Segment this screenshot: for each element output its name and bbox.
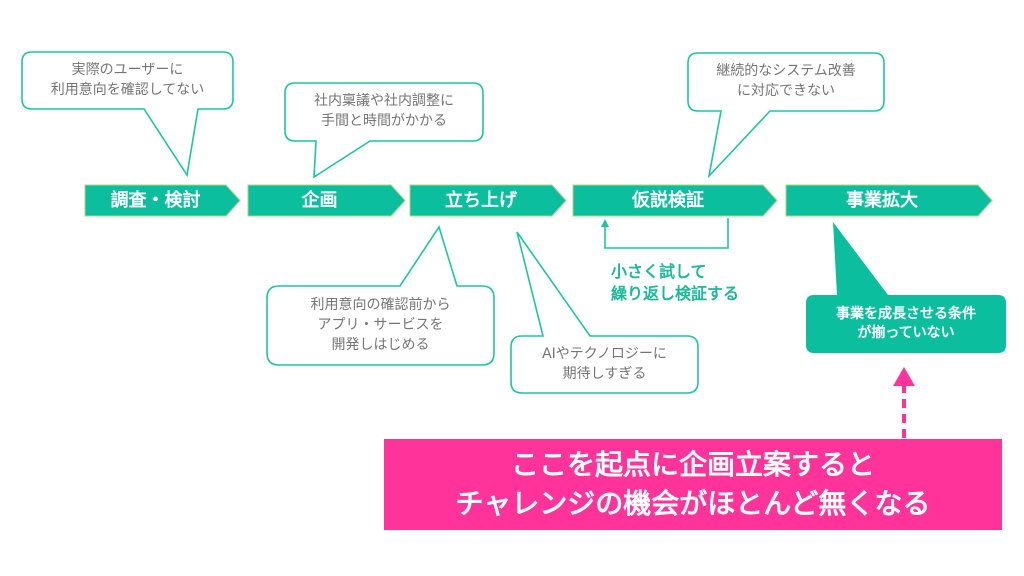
- callout-line: 利用意向の確認前から: [310, 297, 451, 313]
- loop-label-line: 繰り返し検証する: [611, 284, 740, 303]
- conclusion-banner: ここを起点に企画立案すると チャレンジの機会がほとんど無くなる: [384, 439, 1002, 530]
- callout-line: 継続的なシステム改善: [716, 63, 856, 79]
- callout-text-research: 実際のユーザーに 利用意向を確認してない: [22, 60, 233, 100]
- callout-bubble-launch-dev: [266, 225, 495, 366]
- pink-dashed-arrow: [893, 367, 915, 438]
- callout-text-launch-ai: AIやテクノロジーに 期待しすぎる: [511, 344, 698, 384]
- banner-line-1: ここを起点に企画立案すると: [510, 448, 875, 481]
- callout-bubble-planning: [284, 82, 484, 179]
- callout-line: 開発しはじめる: [331, 337, 430, 353]
- step-label-expansion: 事業拡大: [846, 190, 918, 211]
- loop-label: 小さく試して 繰り返し検証する: [611, 261, 739, 305]
- callout-line: が揃っていない: [857, 325, 955, 341]
- loop-arrow: [601, 218, 729, 249]
- callout-bubble-research: [21, 51, 234, 178]
- callout-line: に対応できない: [737, 83, 835, 99]
- step-label-launch: 立ち上げ: [445, 190, 517, 211]
- callout-line: 手間と時間がかかる: [321, 113, 447, 129]
- callout-text-validation: 継続的なシステム改善 に対応できない: [688, 61, 884, 101]
- step-chevron-validation: [572, 184, 778, 217]
- step-chevron-planning: [247, 184, 406, 217]
- callout-bubble-expansion: [806, 222, 1006, 353]
- callout-line: 期待しすぎる: [562, 366, 647, 382]
- step-chevron-expansion: [785, 184, 993, 217]
- callout-line: 事業を成長させる条件: [836, 306, 976, 322]
- callout-bubble-validation: [687, 52, 885, 179]
- callout-text-planning: 社内稟議や社内調整に 手間と時間がかかる: [285, 91, 483, 131]
- loop-label-line: 小さく試して: [611, 262, 707, 281]
- step-label-validation: 仮説検証: [632, 190, 704, 211]
- callout-text-launch-dev: 利用意向の確認前から アプリ・サービスを 開発しはじめる: [267, 295, 494, 355]
- step-label-planning: 企画: [301, 190, 338, 211]
- callout-text-expansion: 事業を成長させる条件 が揃っていない: [806, 305, 1006, 343]
- callout-line: 実際のユーザーに: [71, 62, 184, 78]
- callout-line: 社内稟議や社内調整に: [314, 93, 454, 109]
- step-label-research: 調査・検討: [110, 190, 201, 211]
- step-chevron-research: [84, 184, 241, 217]
- callout-line: AIやテクノロジーに: [542, 346, 667, 362]
- callout-bubble-launch-ai: [510, 231, 699, 394]
- banner-line-2: チャレンジの機会がほとんど無くなる: [455, 487, 931, 520]
- callout-line: アプリ・サービスを: [317, 317, 444, 333]
- callout-line: 利用意向を確認してない: [50, 82, 205, 98]
- step-chevron-launch: [409, 184, 567, 217]
